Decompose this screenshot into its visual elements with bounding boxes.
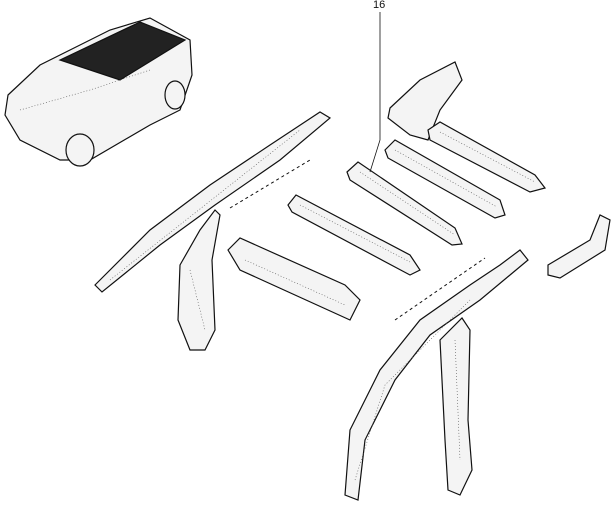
a-pillar-left <box>177 209 221 351</box>
b-pillar-right <box>439 317 473 496</box>
callout-leader-line <box>369 12 381 173</box>
roof-side-rail-right <box>344 249 529 501</box>
roof-bow-front <box>287 194 421 276</box>
roof-bow-middle <box>346 161 463 246</box>
roof-side-rail-left <box>94 111 332 293</box>
car-overview-illustration <box>4 17 193 167</box>
callout-label-16: 16 <box>373 0 386 11</box>
front-roof-crossmember <box>227 237 361 321</box>
rear-roof-panel <box>387 61 547 193</box>
rear-quarter-bracket <box>547 214 611 279</box>
roof-bow-rear <box>384 139 506 219</box>
